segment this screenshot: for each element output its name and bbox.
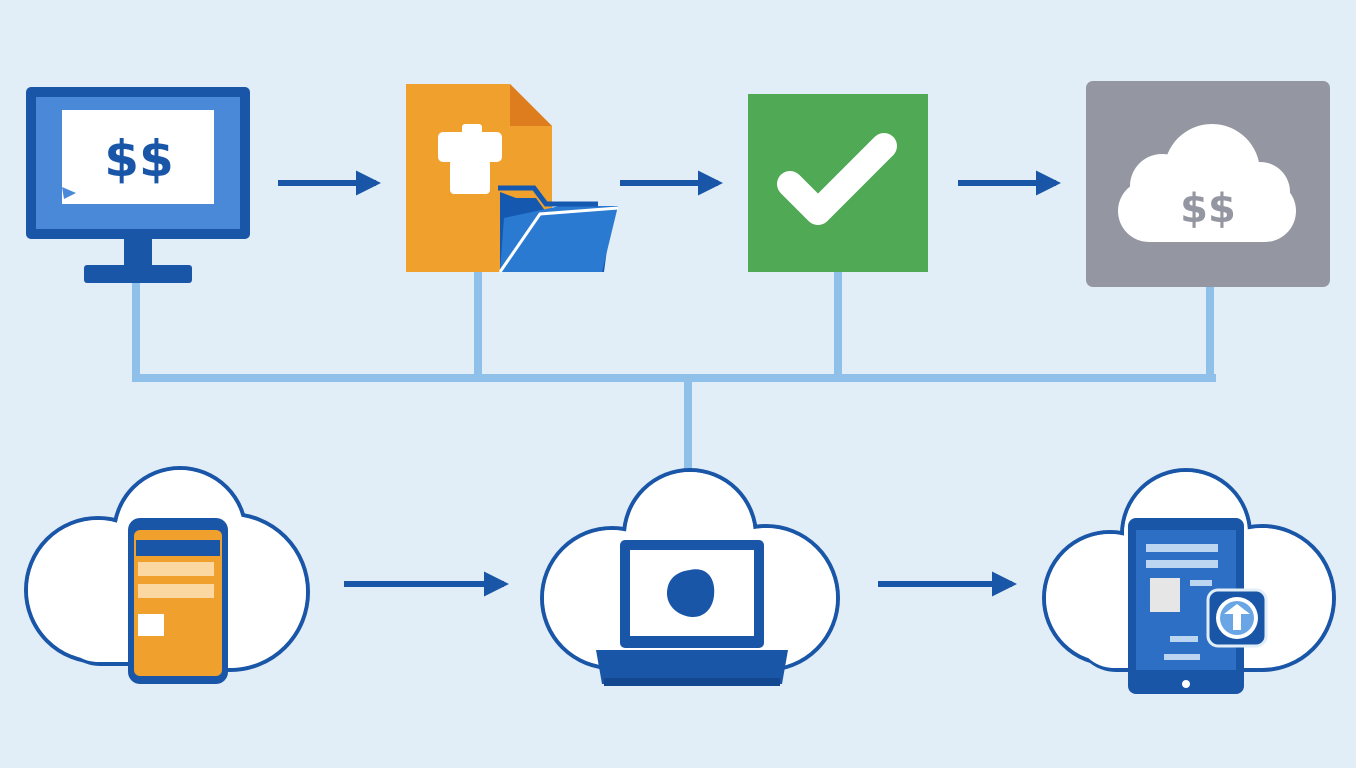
cloud-dollar-label: $$ [1180, 186, 1236, 232]
clipboard-glyph [438, 124, 502, 194]
cloud-icon [1118, 124, 1296, 242]
globe-blob-glyph [666, 569, 715, 618]
tablet-in-cloud-icon [1042, 468, 1336, 694]
desktop-monitor-icon: $$ [26, 87, 250, 283]
smartphone-icon [128, 518, 228, 684]
cloud-storage-box: $$ [1086, 81, 1330, 287]
monitor-dollar-label: $$ [104, 130, 174, 188]
laptop-in-cloud-icon [540, 468, 840, 686]
tablet-icon [1128, 518, 1244, 694]
document-with-folder-icon [406, 84, 619, 273]
connector-lines [132, 268, 1216, 476]
approval-checkmark-icon [748, 94, 928, 272]
folder-icon [498, 185, 619, 273]
smartphone-in-cloud-icon [24, 466, 310, 684]
laptop-icon [596, 540, 788, 686]
upload-badge-icon [1206, 588, 1268, 648]
